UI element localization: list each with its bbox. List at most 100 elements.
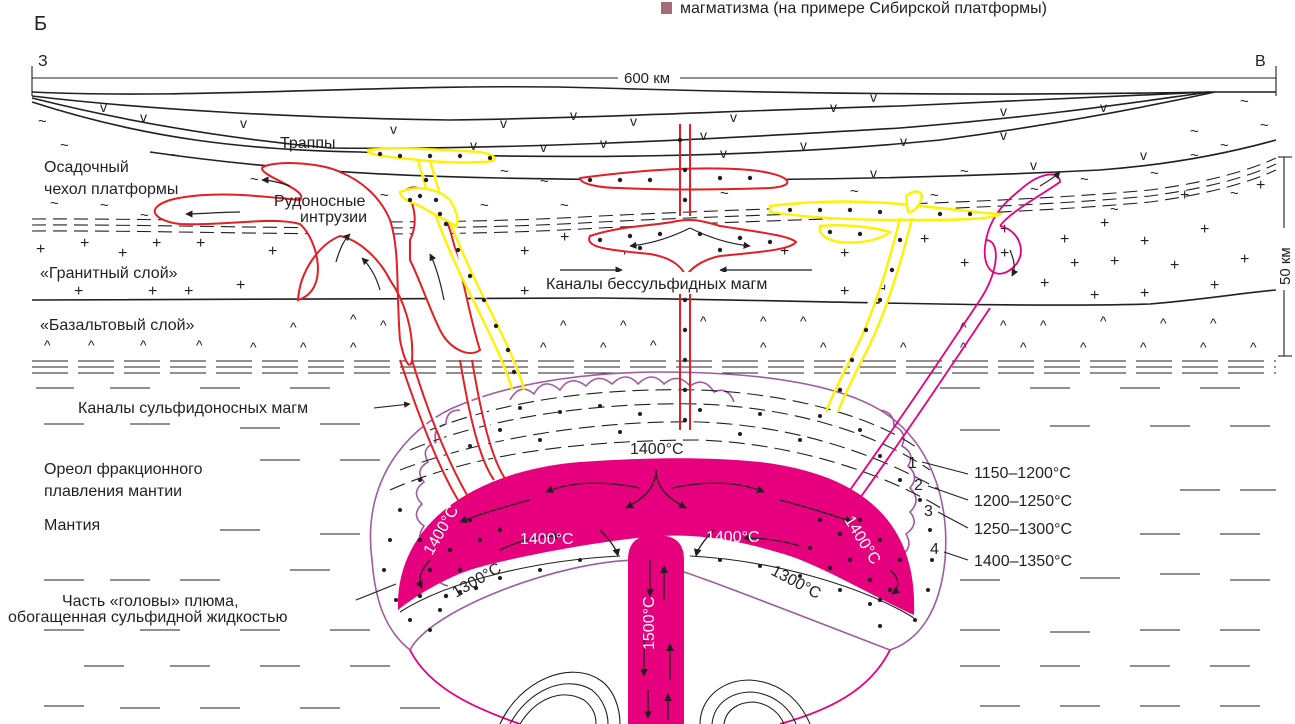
label-ore-2: интрузии — [300, 209, 367, 226]
svg-text:1250–1300°C: 1250–1300°C — [974, 521, 1072, 538]
svg-text:v: v — [1100, 99, 1107, 115]
svg-text:^: ^ — [540, 339, 547, 355]
svg-text:+: + — [560, 229, 569, 246]
svg-text:+: + — [268, 243, 277, 260]
svg-text:+: + — [1170, 257, 1179, 274]
svg-text:^: ^ — [380, 317, 387, 333]
svg-text:~: ~ — [960, 163, 969, 180]
svg-text:~: ~ — [1030, 181, 1039, 198]
svg-text:1150–1200°C: 1150–1200°C — [974, 465, 1071, 482]
svg-text:^: ^ — [900, 339, 907, 355]
svg-text:v: v — [730, 109, 737, 125]
svg-text:+: + — [840, 245, 849, 262]
width-label: 600 км — [624, 70, 670, 87]
svg-text:~: ~ — [480, 197, 489, 214]
svg-text:^: ^ — [650, 337, 657, 353]
svg-text:~: ~ — [1190, 147, 1199, 164]
caption-marker — [661, 2, 672, 14]
label-mantle: Мантия — [44, 517, 100, 534]
svg-text:v: v — [870, 165, 877, 181]
svg-text:+: + — [1060, 231, 1069, 248]
temp-top: 1400°C — [630, 441, 684, 458]
svg-text:1400–1350°C: 1400–1350°C — [974, 553, 1072, 570]
svg-text:3: 3 — [924, 503, 933, 520]
label-ore-1: Рудоносные — [274, 193, 365, 210]
label-plume-part-1: Часть «головы» плюма, — [62, 593, 239, 610]
label-plume-part-2: обогащенная сульфидной жидкостью — [8, 609, 288, 626]
label-traps: Траппы — [280, 135, 336, 152]
temp-left-inner: 1400°C — [520, 531, 574, 548]
svg-text:2: 2 — [914, 477, 923, 494]
svg-text:^: ^ — [196, 337, 203, 353]
svg-text:v: v — [140, 109, 147, 125]
svg-text:^: ^ — [1200, 339, 1207, 355]
svg-text:+: + — [1090, 287, 1099, 304]
east-label: В — [1255, 53, 1266, 70]
svg-text:^: ^ — [700, 313, 707, 329]
svg-text:+: + — [1200, 221, 1209, 238]
svg-text:^: ^ — [250, 339, 257, 355]
svg-text:v: v — [240, 115, 247, 131]
svg-text:+: + — [1240, 251, 1249, 268]
zone-4: 4 1400–1350°C — [930, 541, 1072, 570]
svg-text:~: ~ — [1080, 171, 1089, 188]
svg-text:^: ^ — [290, 319, 297, 335]
depth-label: 50 км — [1277, 247, 1294, 285]
svg-text:~: ~ — [60, 137, 69, 154]
svg-text:+: + — [920, 231, 929, 248]
svg-text:~: ~ — [38, 113, 47, 130]
svg-text:~: ~ — [140, 207, 149, 224]
svg-text:+: + — [840, 283, 849, 300]
svg-text:v: v — [600, 135, 607, 151]
svg-text:^: ^ — [600, 339, 607, 355]
svg-text:+: + — [236, 277, 245, 294]
svg-text:+: + — [80, 235, 89, 252]
svg-text:+: + — [1210, 277, 1219, 294]
svg-text:v: v — [630, 113, 637, 129]
svg-text:+: + — [148, 283, 157, 300]
svg-text:+: + — [1000, 245, 1009, 262]
svg-text:v: v — [900, 133, 907, 149]
label-halo-2: плавления мантии — [44, 483, 182, 500]
svg-text:~: ~ — [1230, 185, 1239, 202]
svg-text:+: + — [1110, 253, 1119, 270]
svg-text:v: v — [800, 137, 807, 153]
svg-text:^: ^ — [88, 337, 95, 353]
svg-text:v: v — [720, 145, 727, 161]
svg-text:~: ~ — [1220, 137, 1229, 154]
depth-scale-bar: 50 км — [1277, 157, 1294, 356]
svg-text:^: ^ — [560, 317, 567, 333]
svg-text:v: v — [100, 99, 107, 115]
svg-text:~: ~ — [250, 171, 259, 188]
svg-text:^: ^ — [800, 313, 807, 329]
svg-text:v: v — [540, 139, 547, 155]
svg-text:~: ~ — [500, 163, 509, 180]
svg-text:+: + — [1256, 177, 1265, 194]
svg-text:~: ~ — [930, 187, 939, 204]
svg-text:^: ^ — [1100, 313, 1107, 329]
svg-text:+: + — [1180, 187, 1189, 204]
svg-text:^: ^ — [44, 337, 51, 353]
svg-text:^: ^ — [1020, 339, 1027, 355]
svg-text:^: ^ — [350, 311, 357, 327]
svg-text:1: 1 — [908, 455, 917, 472]
svg-text:v: v — [1030, 157, 1037, 173]
caption-fragment: магматизма (на примере Сибирской платфор… — [680, 0, 1047, 17]
label-sedimentary-2: чехол платформы — [44, 181, 178, 198]
svg-text:+: + — [118, 245, 127, 262]
svg-text:+: + — [196, 235, 205, 252]
svg-text:~: ~ — [1150, 165, 1159, 182]
svg-text:4: 4 — [930, 541, 939, 558]
svg-text:v: v — [700, 127, 707, 143]
svg-text:~: ~ — [170, 147, 179, 164]
label-halo-1: Ореол фракционного — [44, 461, 203, 478]
svg-text:^: ^ — [350, 339, 357, 355]
svg-text:^: ^ — [1040, 317, 1047, 333]
svg-text:v: v — [870, 89, 877, 105]
west-label: З — [38, 53, 48, 70]
svg-text:~: ~ — [540, 173, 549, 190]
svg-text:~: ~ — [100, 197, 109, 214]
svg-text:~: ~ — [850, 183, 859, 200]
panel-letter: Б — [34, 13, 47, 35]
svg-text:^: ^ — [300, 339, 307, 355]
